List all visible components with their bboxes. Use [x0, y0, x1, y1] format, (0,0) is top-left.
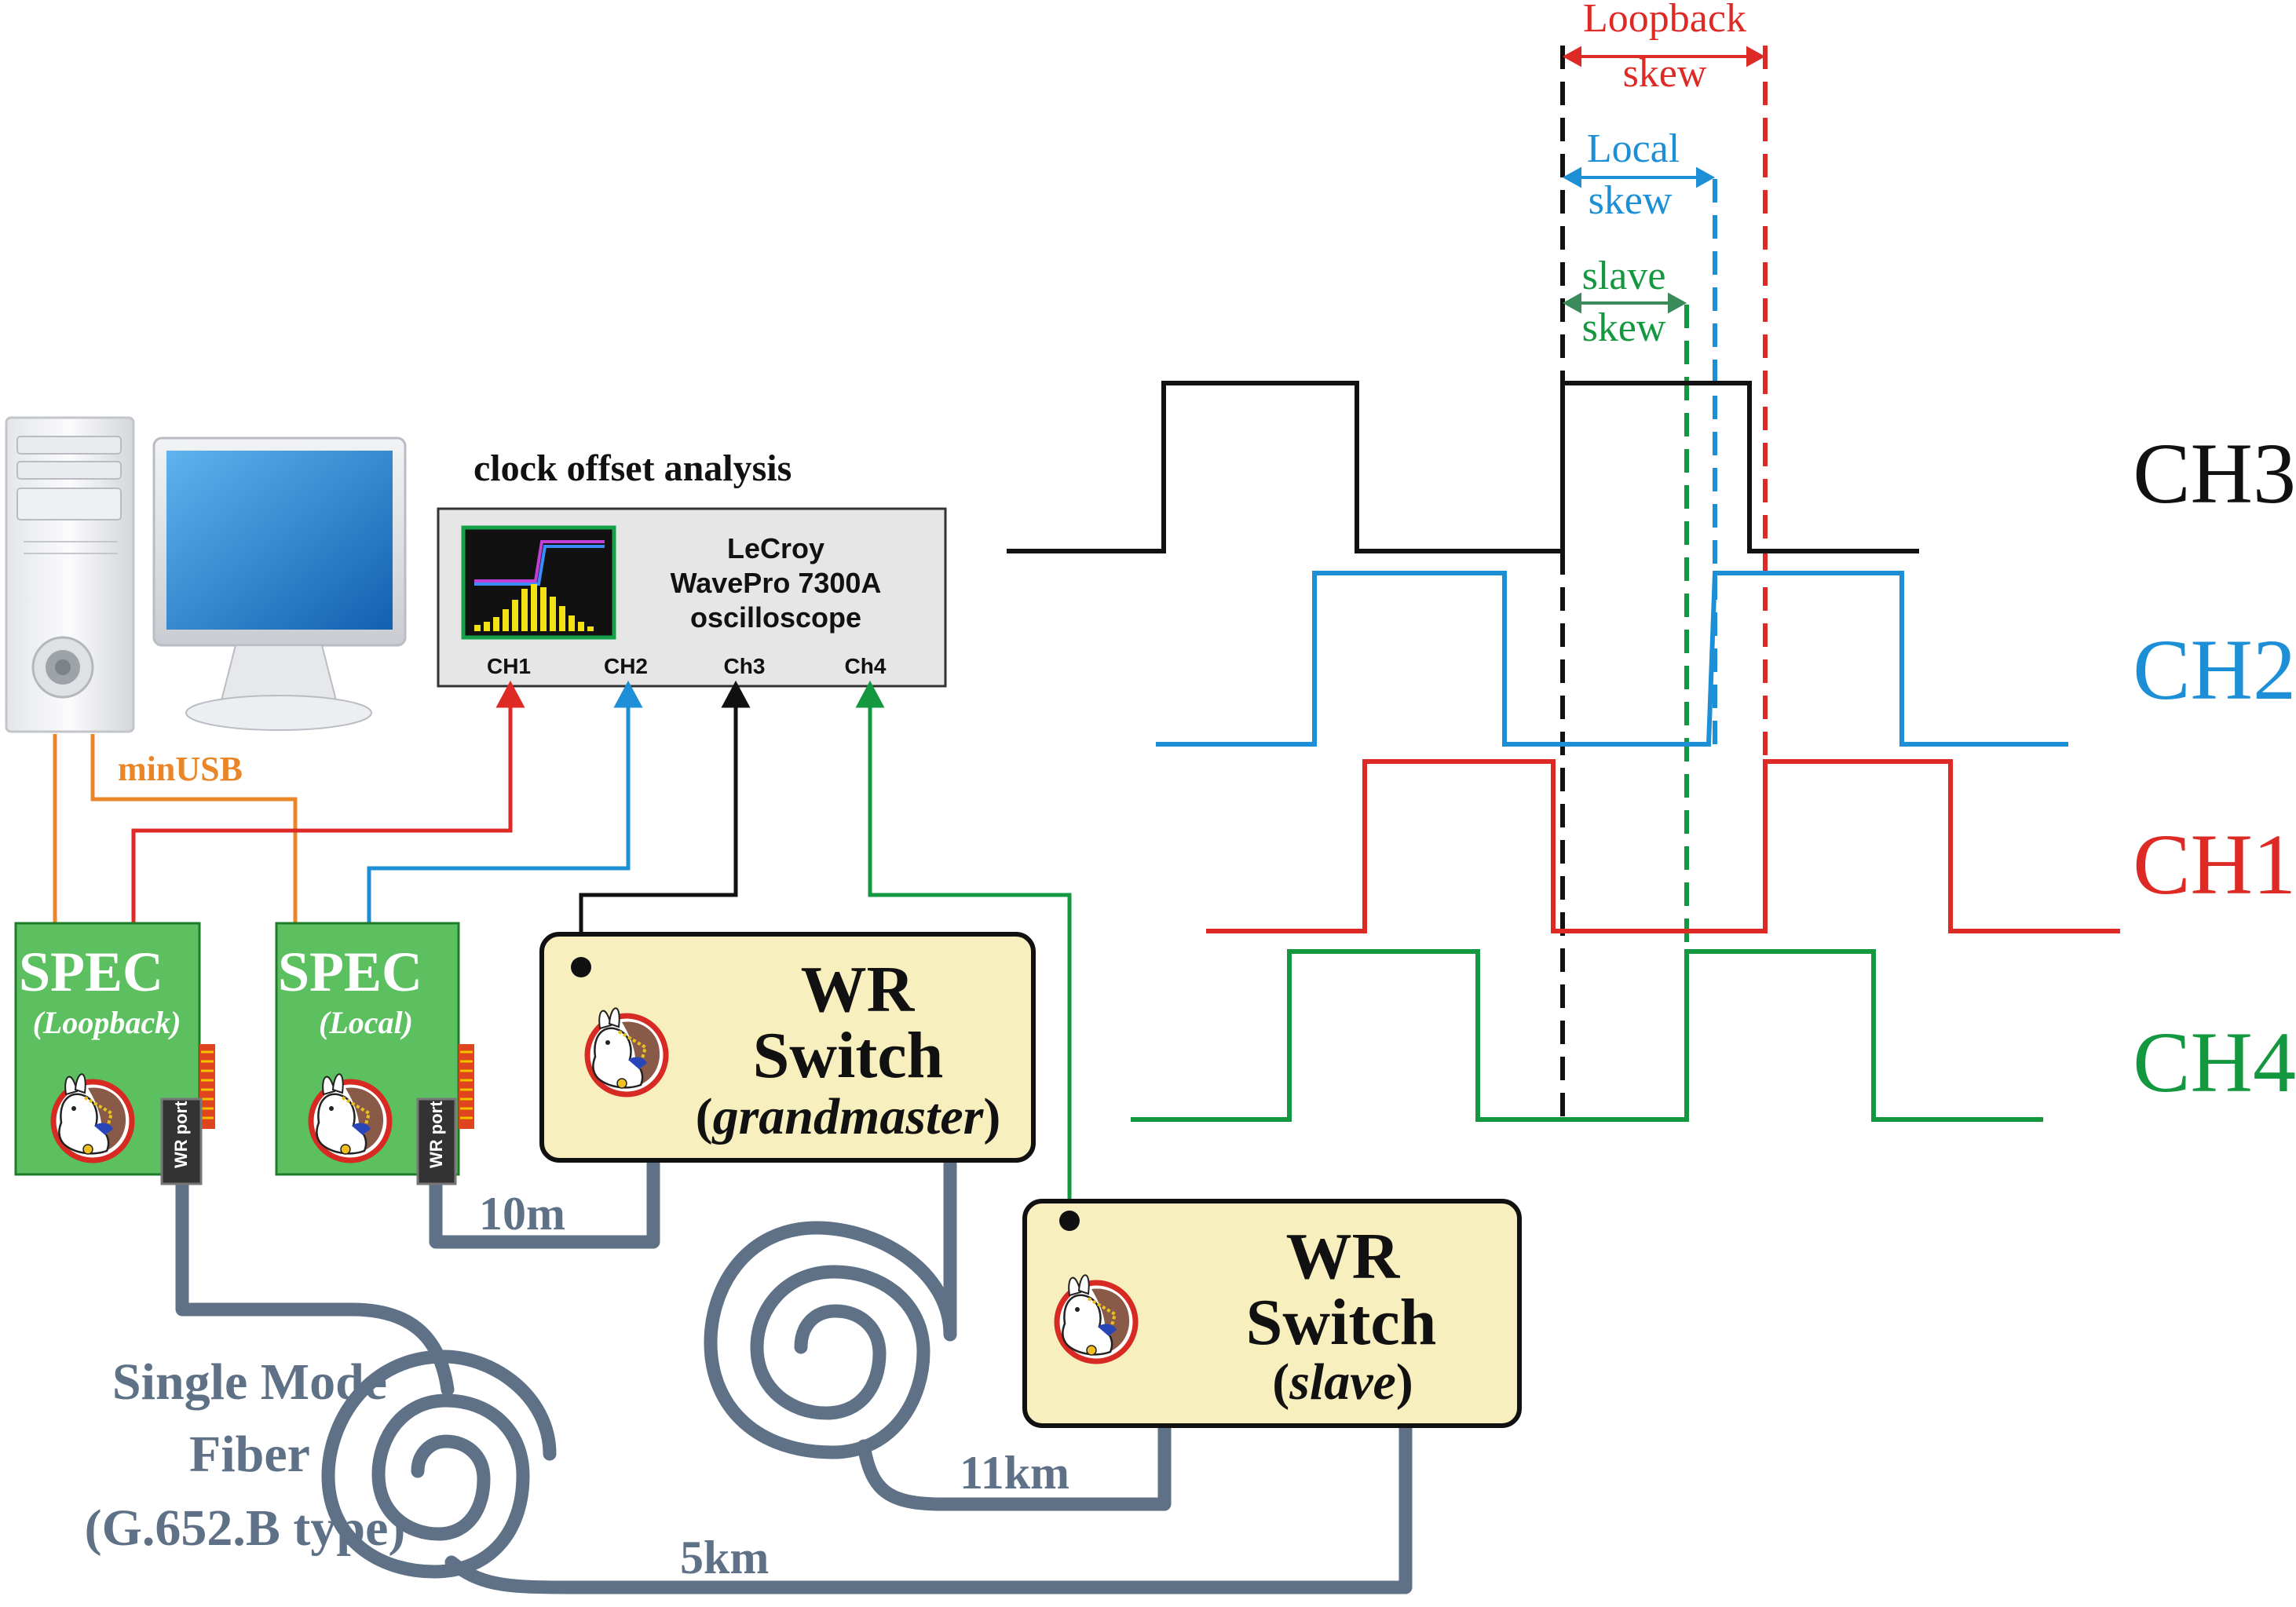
scope-channel-ch2: CH2 [604, 654, 648, 678]
timing-label-ch1: CH1 [2133, 816, 2296, 912]
wr-port-label: WR port [426, 1101, 446, 1168]
fiber-10m [429, 1127, 660, 1249]
timing-label-ch2: CH2 [2133, 622, 2296, 718]
fiber-5km-run [444, 1419, 1413, 1594]
timing-diagram: CH3 CH2 CH1 CH4 Loopback skew Local skew… [1007, 0, 2296, 1122]
loopback-skew-label-1: Loopback [1583, 0, 1746, 41]
fiber-type-line1: Single Mode [112, 1353, 387, 1411]
usb-label: minUSB [118, 750, 243, 788]
wr-switch-grandmaster: WR Switch (grandmaster) [539, 932, 1036, 1163]
fiber-spiral-5km [321, 1350, 557, 1579]
oscilloscope-model-line3: oscilloscope [690, 601, 861, 634]
wr-port-label: WR port [171, 1101, 191, 1168]
ch3-wire [579, 703, 738, 967]
fiber-label-11km: 11km [960, 1447, 1069, 1499]
oscilloscope-model-line1: LeCroy [727, 532, 824, 564]
wr-switch-gm-line1: WR [801, 953, 916, 1026]
scope-channel-ch3: Ch3 [724, 654, 766, 678]
timing-label-ch4: CH4 [2133, 1014, 2296, 1110]
waveform-ch4 [1131, 949, 2043, 1122]
oscilloscope-title: clock offset analysis [473, 447, 792, 489]
spec-card-loopback: SPEC (Loopback) WR port [14, 922, 215, 1185]
spec-loopback-role: (Loopback) [33, 1005, 181, 1040]
spec-loopback-title: SPEC [19, 940, 163, 1003]
scope-channel-ch1: CH1 [487, 654, 531, 678]
wr-switch-slave-line1: WR [1286, 1220, 1401, 1293]
usb-cables [53, 734, 298, 923]
fiber-cables [175, 1127, 1413, 1594]
spec-local-role: (Local) [319, 1005, 413, 1040]
fiber-type-line3: (G.652.B type) [85, 1499, 406, 1557]
wr-switch-slave: WR Switch (slave) [1022, 1199, 1522, 1428]
fiber-loopback-lead [175, 1167, 455, 1397]
waveform-ch1 [1206, 759, 2120, 933]
waveform-ch3 [1007, 381, 1919, 553]
wr-port [160, 1098, 203, 1185]
fiber-11km-run [857, 1419, 1172, 1511]
fiber-11km-lead [704, 1153, 957, 1459]
signal-wires [131, 680, 1072, 1221]
scope-channel-ch4: Ch4 [845, 654, 887, 678]
loopback-skew-label-2: skew [1623, 51, 1707, 96]
wr-switch-slave-role: (slave) [1272, 1353, 1413, 1411]
loopback-skew-arrow [1562, 46, 1766, 68]
local-skew-label-2: skew [1589, 178, 1673, 223]
wr-port [416, 1098, 457, 1185]
slave-skew-label-2: skew [1582, 305, 1666, 350]
spec-local-title: SPEC [278, 940, 422, 1003]
wr-switch-slave-line2: Switch [1246, 1286, 1437, 1359]
oscilloscope: LeCroy WavePro 7300A oscilloscope CH1 CH… [437, 507, 947, 688]
ch1-wire [131, 703, 513, 923]
wr-switch-gm-role: (grandmaster) [696, 1088, 1001, 1145]
histogram [474, 584, 594, 631]
ch4-wire [868, 703, 1072, 1221]
ch2-wire [367, 703, 631, 923]
computer-icon [5, 416, 407, 733]
slave-skew-arrow [1562, 292, 1687, 314]
local-skew-label-1: Local [1587, 126, 1680, 171]
spec-card-local: SPEC (Local) WR port [275, 922, 474, 1185]
oscilloscope-model-line2: WavePro 7300A [671, 567, 882, 599]
wr-switch-gm-line2: Switch [753, 1019, 944, 1092]
timing-label-ch3: CH3 [2133, 425, 2296, 521]
fiber-label-10m: 10m [479, 1188, 565, 1240]
fiber-type-line2: Fiber [189, 1426, 310, 1483]
fiber-label-5km: 5km [680, 1532, 769, 1583]
slave-skew-label-1: slave [1582, 254, 1666, 298]
waveform-ch2 [1156, 571, 2068, 747]
local-skew-arrow [1562, 166, 1716, 188]
